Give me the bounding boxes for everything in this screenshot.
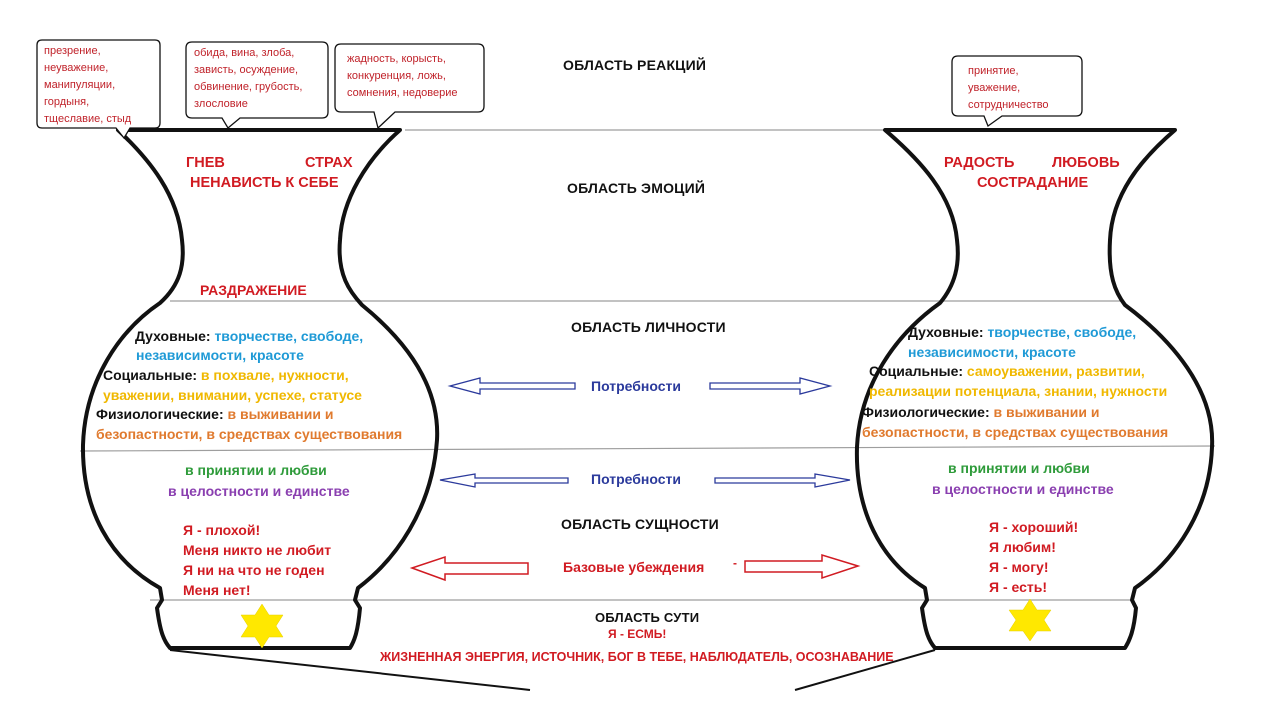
bubble-line: уважение, (968, 82, 1021, 94)
right-belief: Я - есть! (989, 579, 1048, 595)
right-belief: Я - могу! (989, 559, 1049, 575)
region-title-emotions: ОБЛАСТЬ ЭМОЦИЙ (567, 180, 706, 196)
region-title-reactions: ОБЛАСТЬ РЕАКЦИЙ (563, 57, 707, 73)
base-line-right (794, 649, 936, 691)
beliefs-arrow-left (409, 555, 529, 582)
bubble-line: обвинение, грубость, (194, 81, 303, 93)
needs-category-label: Социальные: (103, 367, 198, 383)
bubble-text-4: принятие, уважение, сотрудничество (968, 63, 1049, 114)
needs-arrow-right-2 (714, 473, 851, 488)
needs-category-label: Физиологические: (96, 406, 224, 422)
bubble-text-3: жадность, корысть, конкуренция, ложь, со… (347, 51, 458, 102)
bubble-line: злословие (194, 98, 248, 110)
needs-arrow-left-2 (439, 473, 569, 488)
bubble-line: неуважение, (44, 62, 109, 74)
left-essence-acceptance: в принятии и любви (185, 462, 327, 478)
left-belief: Я ни на что не годен (183, 562, 325, 578)
right-belief: Я - хороший! (989, 519, 1079, 535)
needs-label-2: Потребности (591, 471, 681, 487)
right-essence-acceptance: в принятии и любви (948, 460, 1090, 476)
right-vase-outline (854, 128, 1215, 650)
needs-value: самоуважении, развитии, (966, 363, 1145, 379)
bubble-line: манипуляции, (44, 79, 116, 91)
left-needs-spiritual: Духовные: творчестве, свободе, (135, 329, 363, 343)
beliefs-dash: - (733, 556, 737, 570)
right-needs-phys-2: безопастности, в средствах существования (862, 424, 1169, 440)
right-needs-spiritual: Духовные: творчестве, свободе, (908, 325, 1136, 339)
needs-category-label: Физиологические: (862, 404, 990, 420)
bubble-line: сомнения, недоверие (347, 87, 458, 99)
bubble-line: конкуренция, ложь, (347, 70, 446, 82)
left-belief: Меня нет! (183, 582, 251, 598)
left-belief: Я - плохой! (183, 522, 261, 538)
left-emotion-self-hate: НЕНАВИСТЬ К СЕБЕ (190, 175, 339, 191)
speech-bubble-2 (185, 41, 329, 129)
left-needs-social: Социальные: в похвале, нужности, (103, 368, 349, 382)
left-needs-spiritual-2: независимости, красоте (136, 347, 304, 363)
left-belief: Меня никто не любит (183, 542, 332, 558)
needs-category-label: Духовные: (908, 324, 984, 340)
beliefs-arrow-right (744, 553, 861, 580)
left-needs-social-2: уважении, внимании, успехе, статусе (103, 387, 362, 403)
bubble-line: принятие, (968, 65, 1019, 77)
base-line-left (169, 649, 531, 691)
left-essence-wholeness: в целостности и единстве (168, 483, 350, 499)
left-emotion-irritation: РАЗДРАЖЕНИЕ (200, 282, 307, 298)
right-needs-social-2: реализации потенциала, знании, нужности (869, 383, 1168, 399)
region-title-personality: ОБЛАСТЬ ЛИЧНОСТИ (571, 319, 726, 335)
right-needs-social: Социальные: самоуважении, развитии, (869, 364, 1145, 378)
left-needs-phys: Физиологические: в выживании и (96, 407, 333, 421)
bubble-line: гордыня, (44, 96, 90, 108)
core-description: ЖИЗНЕННАЯ ЭНЕРГИЯ, ИСТОЧНИК, БОГ В ТЕБЕ,… (380, 650, 894, 664)
bubble-text-1: презрение, неуважение, манипуляции, горд… (44, 43, 131, 128)
core-i-am: Я - ЕСМЬ! (608, 627, 667, 641)
star-icon-right (1008, 598, 1052, 642)
needs-category-label: Социальные: (869, 363, 964, 379)
left-needs-phys-2: безопастности, в средствах существования (96, 426, 403, 442)
speech-bubble-3 (334, 43, 485, 130)
region-title-essence: ОБЛАСТЬ СУЩНОСТИ (561, 516, 719, 532)
beliefs-label: Базовые убеждения (563, 559, 705, 575)
bubble-line: зависть, осуждение, (194, 64, 299, 76)
needs-value: в выживании и (227, 406, 334, 422)
bubble-line: жадность, корысть, (347, 53, 446, 65)
right-needs-spiritual-2: независимости, красоте (908, 344, 1076, 360)
bubble-text-2: обида, вина, злоба, зависть, осуждение, … (194, 45, 302, 113)
right-belief: Я любим! (989, 539, 1056, 555)
needs-category-label: Духовные: (135, 328, 211, 344)
bubble-line: сотрудничество (968, 99, 1049, 111)
left-emotion-fear: СТРАХ (305, 155, 353, 171)
left-emotion-anger: ГНЕВ (186, 155, 225, 171)
bubble-line: обида, вина, злоба, (194, 47, 295, 59)
region-title-core: ОБЛАСТЬ СУТИ (595, 610, 700, 625)
divider-line-essence (79, 445, 1216, 452)
speech-bubble-1 (36, 39, 161, 140)
needs-arrow-right-1 (709, 377, 833, 395)
speech-bubble-4 (951, 55, 1083, 128)
needs-arrow-left-1 (447, 377, 576, 395)
left-vase-outline (80, 128, 440, 650)
needs-value: в похвале, нужности, (200, 367, 349, 383)
needs-value: творчестве, свободе, (987, 324, 1137, 340)
right-emotion-love: ЛЮБОВЬ (1052, 155, 1120, 171)
right-emotion-compassion: СОСТРАДАНИЕ (977, 175, 1089, 191)
needs-value: творчестве, свободе, (214, 328, 364, 344)
star-icon-left (240, 603, 284, 649)
right-essence-wholeness: в целостности и единстве (932, 481, 1114, 497)
right-emotion-joy: РАДОСТЬ (944, 155, 1015, 171)
bubble-line: тщеславие, стыд (44, 113, 132, 125)
bubble-line: презрение, (44, 45, 101, 57)
needs-label-1: Потребности (591, 378, 681, 394)
needs-value: в выживании и (993, 404, 1100, 420)
right-needs-phys: Физиологические: в выживании и (862, 405, 1099, 419)
